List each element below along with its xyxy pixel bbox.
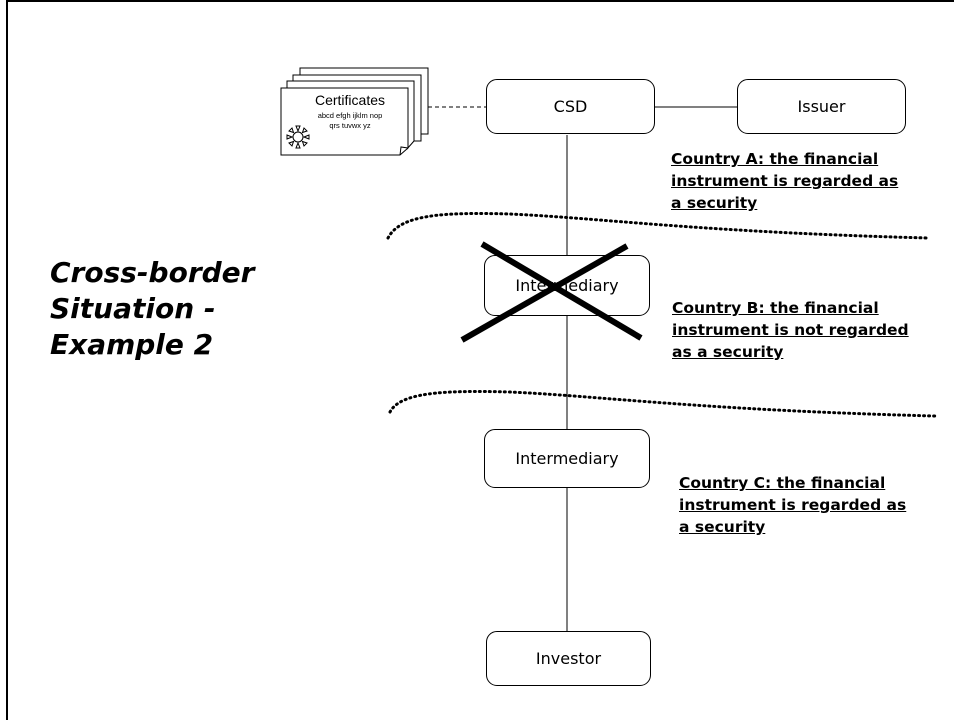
certificates-icon — [280, 67, 429, 156]
intermediary-node-country-c: Intermediary — [484, 429, 650, 488]
border-line-bc — [388, 389, 937, 418]
border-line-ab — [386, 211, 930, 240]
country-a-note-line-1: Country A: the financial — [671, 150, 879, 168]
intermediary-node-country-b-label: Intermediary — [515, 276, 619, 295]
country-c-note: Country C: the financial instrument is r… — [679, 472, 906, 538]
slide-title-line-1: Cross-border — [50, 256, 255, 289]
csd-node-label: CSD — [553, 97, 588, 116]
issuer-node-label: Issuer — [797, 97, 846, 116]
certificates-label: Certificates — [314, 92, 386, 108]
certificates-text-line-2: qrs tuvwx yz — [329, 121, 371, 130]
country-b-note-line-2: instrument is not regarded — [672, 321, 909, 339]
country-a-note: Country A: the financial instrument is r… — [671, 148, 898, 214]
slide-frame — [6, 0, 954, 720]
slide-title-line-3: Example 2 — [50, 328, 214, 361]
country-c-note-line-3: a security — [679, 518, 766, 536]
country-b-note: Country B: the financial instrument is n… — [672, 297, 909, 363]
investor-node-label: Investor — [535, 649, 602, 668]
seal-icon — [286, 125, 310, 149]
country-c-note-line-1: Country C: the financial — [679, 474, 886, 492]
country-a-note-line-2: instrument is regarded as — [671, 172, 899, 190]
country-b-note-line-1: Country B: the financial — [672, 299, 879, 317]
issuer-node: Issuer — [737, 79, 906, 134]
certificates-text-line-1: abcd efgh ijklm nop — [317, 111, 383, 120]
csd-node: CSD — [486, 79, 655, 134]
investor-node: Investor — [486, 631, 651, 686]
country-b-note-line-3: as a security — [672, 343, 784, 361]
country-a-note-line-3: a security — [671, 194, 758, 212]
intermediary-node-country-c-label: Intermediary — [515, 449, 619, 468]
country-c-note-line-2: instrument is regarded as — [679, 496, 907, 514]
intermediary-node-country-b: Intermediary — [484, 255, 650, 316]
slide-title-line-2: Situation - — [50, 292, 216, 325]
slide-title: Cross-border Situation - Example 2 — [50, 255, 330, 363]
